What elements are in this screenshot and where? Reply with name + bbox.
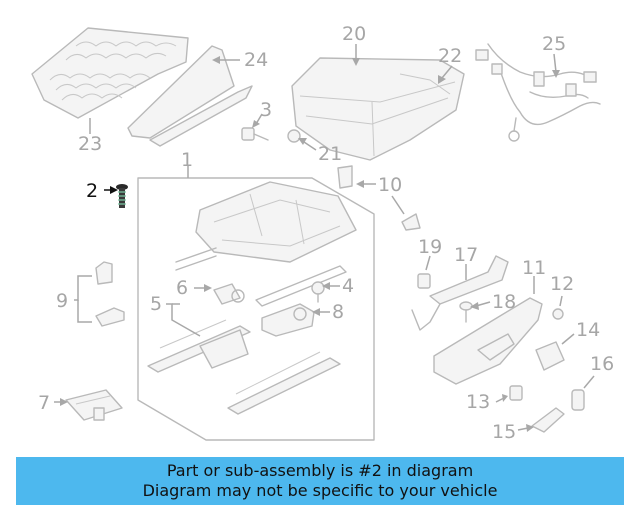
callout-4: 4: [342, 275, 354, 297]
part-15-knob: [517, 407, 565, 433]
callout-25: 25: [542, 33, 566, 55]
part-8-motor: [261, 303, 330, 337]
callout-12: 12: [550, 273, 574, 295]
part-16-knob: [571, 375, 595, 411]
part-6-motor: [194, 283, 245, 305]
part-1-seat-frame: [137, 166, 375, 441]
part-18-screw: [459, 301, 491, 323]
callout-21: 21: [318, 143, 342, 165]
part-19-clip: [417, 255, 431, 289]
callout-2: 2: [86, 180, 98, 202]
callout-3: 3: [260, 99, 272, 121]
callout-19: 19: [418, 236, 442, 258]
part-5-leader: [166, 303, 201, 337]
part-21-clip: [287, 129, 317, 151]
part-23-heater-mat: [31, 27, 189, 134]
callout-9: 9: [56, 290, 68, 312]
callout-5: 5: [150, 293, 162, 315]
callout-15: 15: [492, 421, 516, 443]
part-24-side-pad: [127, 45, 253, 147]
part-11-side-shield: [433, 276, 543, 385]
callout-18: 18: [492, 291, 516, 313]
part-2-bolt: [104, 184, 128, 208]
callout-6: 6: [176, 277, 188, 299]
callout-20: 20: [342, 23, 366, 45]
callout-22: 22: [438, 45, 462, 67]
part-4-bolt: [311, 281, 340, 303]
part-20-seat-cushion: [291, 44, 465, 161]
part-13-switch: [495, 385, 523, 403]
callout-24: 24: [244, 49, 268, 71]
callout-7: 7: [38, 392, 50, 414]
part-25-wiring-harness: [475, 43, 601, 142]
banner-line-1: Part or sub-assembly is #2 in diagram: [166, 461, 474, 480]
callout-17: 17: [454, 244, 478, 266]
callout-23: 23: [78, 133, 102, 155]
part-3-bolt: [241, 113, 269, 141]
part-17-lever: [411, 255, 509, 331]
part-9-brackets: [74, 261, 125, 327]
callout-16: 16: [590, 353, 614, 375]
callout-13: 13: [466, 391, 490, 413]
callout-1: 1: [181, 149, 193, 171]
part-10-trim: [337, 165, 421, 231]
part-14-switch: [535, 333, 575, 371]
info-banner: Part or sub-assembly is #2 in diagram Di…: [16, 457, 624, 505]
callout-10: 10: [378, 174, 402, 196]
banner-line-2: Diagram may not be specific to your vehi…: [142, 481, 498, 500]
callout-14: 14: [576, 319, 600, 341]
part-7-rail: [54, 389, 123, 421]
callout-11: 11: [522, 257, 546, 279]
callout-8: 8: [332, 301, 344, 323]
part-12-clip: [552, 295, 564, 320]
